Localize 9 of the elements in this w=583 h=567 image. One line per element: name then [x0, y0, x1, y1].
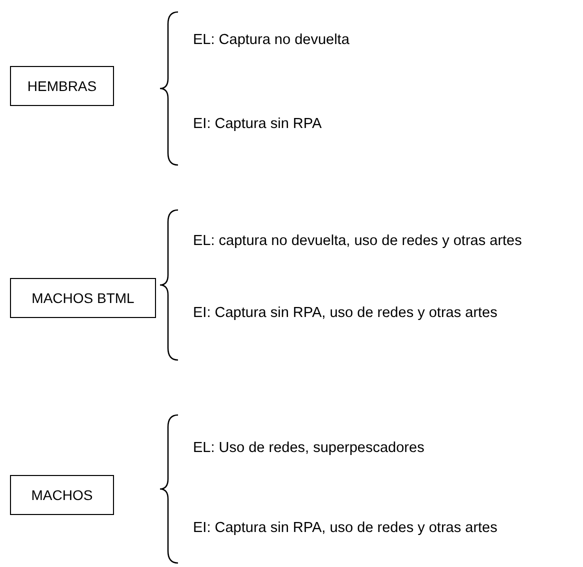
- category-box: MACHOS BTML: [10, 278, 156, 318]
- note-text: EL: captura no devuelta, uso de redes y otras artes: [193, 233, 522, 249]
- category-box: MACHOS: [10, 475, 114, 515]
- note-text: EI: Captura sin RPA, uso de redes y otras artes: [193, 520, 498, 536]
- note-text: EL: Uso de redes, superpescadores: [193, 440, 424, 456]
- note-text: EL: Captura no devuelta: [193, 32, 350, 48]
- note-text: EI: Captura sin RPA, uso de redes y otras artes: [193, 305, 498, 321]
- note-text: EI: Captura sin RPA: [193, 116, 322, 132]
- category-box: HEMBRAS: [10, 66, 114, 106]
